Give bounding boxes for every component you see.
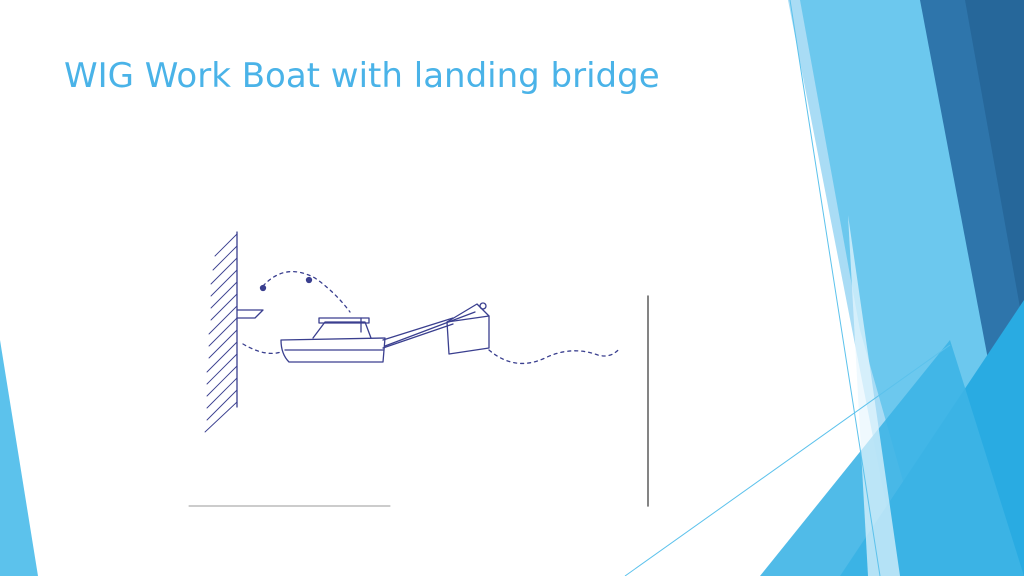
landing-bridge-arm — [384, 311, 476, 347]
left-edge-shape — [0, 340, 38, 576]
quay-ledge — [236, 309, 264, 319]
boat-roof — [318, 317, 370, 324]
arc-point-right — [305, 276, 313, 284]
boat-hull — [280, 337, 386, 363]
quay-hatching — [204, 233, 238, 433]
right-panel-bright-2 — [760, 340, 1024, 576]
slide-title: WIG Work Boat with landing bridge — [64, 56, 660, 96]
right-panel-deep — [965, 0, 1024, 330]
approach-line — [242, 343, 282, 355]
flight-arc — [262, 270, 351, 313]
boat-cabin — [312, 321, 372, 339]
landing-bridge-platform — [446, 315, 490, 355]
decor-line-2 — [624, 344, 951, 576]
landing-bridge-boom — [382, 317, 454, 349]
water-line — [488, 347, 621, 365]
decor-line-1 — [789, 0, 881, 576]
landing-bridge-top — [446, 303, 490, 323]
right-panel-sliver — [848, 215, 900, 576]
arc-point-left — [259, 284, 267, 292]
bridge-hinge — [479, 302, 487, 310]
boat-sketch-image — [188, 231, 649, 507]
